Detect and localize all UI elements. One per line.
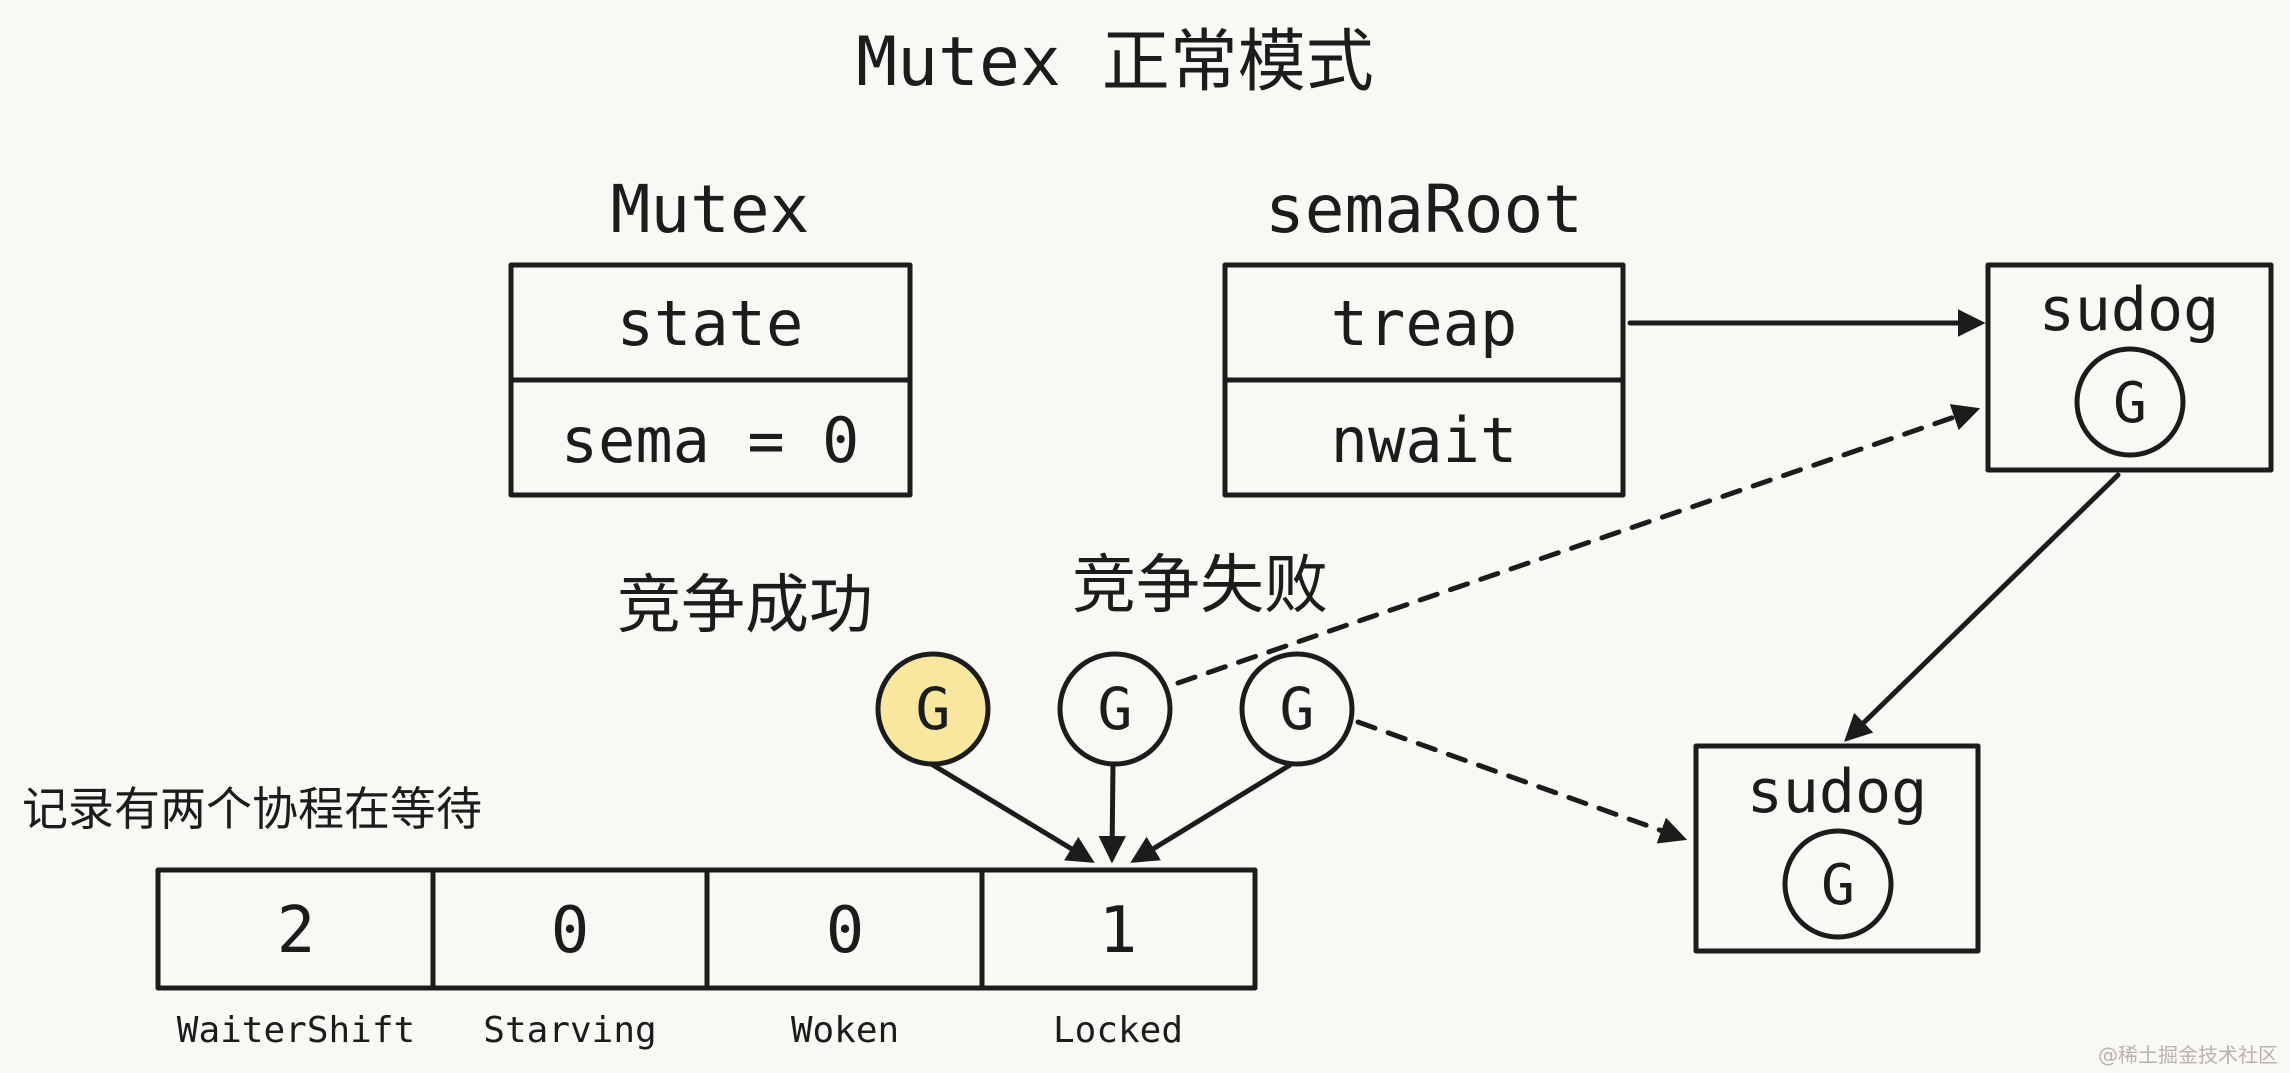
- state-bit-locked-name: Locked: [1053, 1010, 1183, 1051]
- goroutine-1-lock-arrow: [925, 759, 1095, 863]
- failed-goroutine-2-enqueue-arrow: [1355, 719, 1688, 844]
- goroutine-loser-1: G: [1057, 651, 1173, 767]
- mutex-struct-box: state sema = 0: [508, 262, 913, 498]
- goroutine-3-lock-arrow: [1130, 762, 1293, 863]
- state-bit-woken-value: 0: [826, 894, 865, 968]
- sudog-bottom-label: sudog: [1747, 757, 1928, 827]
- state-bit-waitershift-name: WaiterShift: [177, 1010, 415, 1051]
- sudog-top: sudog G: [1985, 262, 2274, 473]
- state-bit-starving-value: 0: [551, 894, 590, 968]
- sudog-top-goroutine-label: G: [2113, 371, 2147, 436]
- semaroot-label: semaRoot: [1265, 171, 1583, 248]
- state-bit-waitershift-value: 2: [277, 894, 316, 968]
- failed-goroutine-1-enqueue-arrow: [1175, 404, 1981, 686]
- state-bit-locked-value: 1: [1099, 894, 1138, 968]
- goroutine-2-lock-arrow: [1098, 760, 1126, 864]
- state-bit-woken-name: Woken: [791, 1010, 899, 1051]
- semaroot-field-treap: treap: [1331, 287, 1518, 360]
- mutex-field-state: state: [617, 287, 804, 360]
- fail-label: 竞争失败: [1072, 549, 1328, 623]
- waiting-note: 记录有两个协程在等待: [22, 782, 482, 836]
- mutex-label: Mutex: [611, 171, 810, 248]
- sudog-bottom-goroutine: [1782, 828, 1894, 940]
- goroutine-winner: G: [875, 651, 991, 767]
- goroutine-winner-label: G: [916, 675, 951, 743]
- watermark-text: @稀土掘金技术社区: [2098, 1043, 2278, 1067]
- semaroot-struct-box: treap nwait: [1222, 262, 1626, 498]
- goroutine-loser-2-label: G: [1280, 675, 1315, 743]
- mutex-field-sema: sema = 0: [561, 404, 860, 477]
- sudog-bottom: sudog G: [1693, 743, 1981, 954]
- goroutine-loser-1-label: G: [1098, 675, 1133, 743]
- state-bits-table: 2 0 0 1: [155, 867, 1258, 991]
- success-label: 竞争成功: [617, 569, 873, 643]
- diagram-title: Mutex 正常模式: [856, 23, 1374, 102]
- sudog-next-arrow: [1844, 472, 2121, 742]
- sudog-top-label: sudog: [2039, 275, 2220, 345]
- sudog-bottom-goroutine-label: G: [1821, 853, 1855, 918]
- semaroot-field-nwait: nwait: [1331, 404, 1518, 477]
- goroutine-loser-2: G: [1239, 651, 1355, 767]
- sudog-top-goroutine: [2074, 346, 2186, 458]
- state-bit-starving-name: Starving: [483, 1010, 656, 1051]
